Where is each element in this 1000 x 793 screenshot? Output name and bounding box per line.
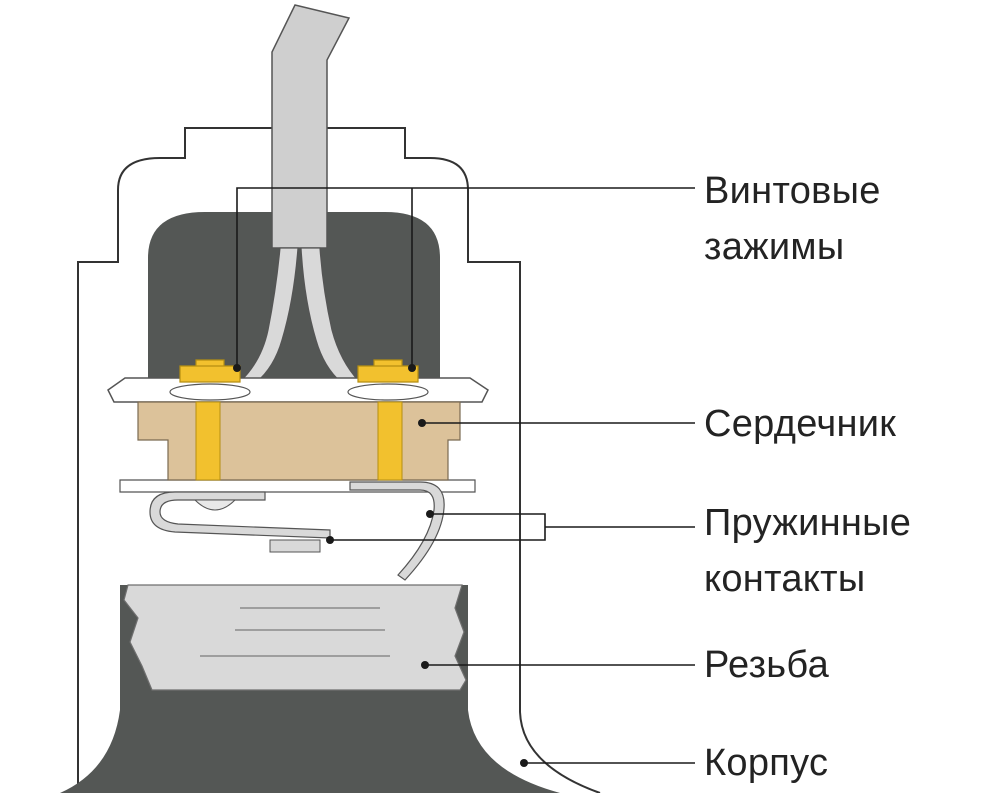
callout-lines	[236, 187, 695, 764]
center-contact-bump	[193, 499, 237, 511]
label-screw-terminals: Винтовые зажимы	[704, 163, 881, 275]
dot-spring-left	[326, 536, 334, 544]
terminal-washer-right	[347, 383, 429, 401]
label-thread-text: Резьба	[704, 644, 830, 686]
callout-dots	[233, 364, 528, 767]
label-core: Сердечник	[704, 396, 896, 452]
center-contact-plate	[269, 539, 321, 553]
dot-spring-right	[426, 510, 434, 518]
screw-terminal-left	[179, 359, 241, 383]
dot-screw-right	[408, 364, 416, 372]
callout-screw-terminals	[236, 187, 695, 368]
dot-thread	[421, 661, 429, 669]
brass-strip-left	[195, 401, 221, 481]
screw-terminal-right	[357, 359, 419, 383]
label-screw-terminals-line2: зажимы	[704, 226, 845, 268]
thread-sleeve	[123, 584, 467, 691]
terminal-washer-left	[169, 383, 251, 401]
dot-core	[418, 419, 426, 427]
inner-cavity	[148, 212, 440, 378]
spring-contact-left	[149, 491, 331, 539]
label-screw-terminals-line1: Винтовые	[704, 170, 881, 212]
spring-contact-right	[349, 481, 445, 581]
label-housing-text: Корпус	[704, 742, 829, 784]
label-spring-contacts: Пружинные контакты	[704, 495, 911, 607]
label-core-text: Сердечник	[704, 403, 897, 445]
ceramic-core	[137, 401, 461, 481]
core-top-plate	[107, 377, 489, 403]
label-thread: Резьба	[704, 637, 829, 693]
label-housing: Корпус	[704, 735, 828, 791]
dot-housing	[520, 759, 528, 767]
label-spring-contacts-line2: контакты	[704, 558, 866, 600]
label-spring-contacts-line1: Пружинные	[704, 502, 912, 544]
brass-strip-right	[377, 401, 403, 481]
dot-screw-left	[233, 364, 241, 372]
